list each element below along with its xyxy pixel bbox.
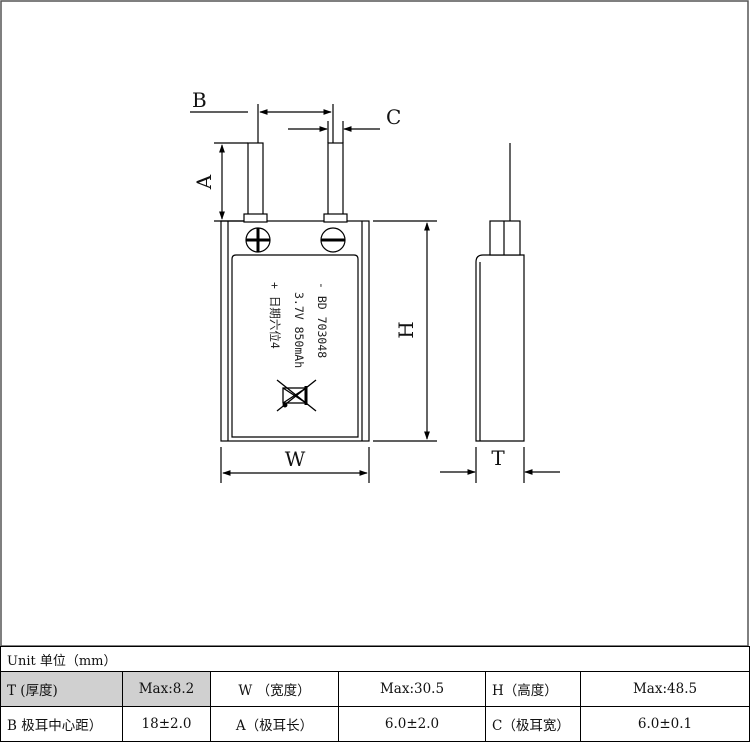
cell-width-label: W （宽度） [210, 671, 339, 707]
table-row: B 极耳中心距） 18±2.0 A（极耳长） 6.0±2.0 C（极耳宽） 6.… [0, 706, 750, 742]
label-w: W [285, 447, 306, 471]
label-t: T [491, 446, 505, 470]
side-tab-block [489, 220, 521, 256]
cell-tab-width-value: 6.0±0.1 [579, 706, 750, 742]
label-h: H [394, 321, 418, 338]
cell-thickness-value: Max:8.2 [122, 671, 211, 707]
pack-print: - BD 703048 3.7V 850mAh + 日期六位4 [268, 282, 329, 368]
cell-tab-length-label: A（极耳长） [210, 706, 339, 742]
pack-print-rating: 3.7V 850mAh [292, 292, 306, 368]
side-view [475, 143, 525, 442]
front-view [220, 142, 370, 442]
label-a: A [192, 174, 216, 190]
pack-print-model: - BD 703048 [315, 282, 329, 358]
dimension-w [220, 447, 370, 483]
cell-tab-width-label: C（极耳宽） [485, 706, 581, 742]
outer-border [0, 0, 749, 647]
minus-terminal-icon [320, 227, 346, 253]
dimension-c [288, 121, 380, 143]
cell-tab-length-value: 6.0±2.0 [338, 706, 486, 742]
cell-thickness-label: T (厚度) [0, 671, 123, 707]
cell-width-value: Max:30.5 [338, 671, 486, 707]
crossed-out-wheelie-bin-icon [276, 379, 317, 412]
label-area [231, 254, 359, 438]
cell-tab-spacing-value: 18±2.0 [122, 706, 211, 742]
dimension-t [440, 447, 560, 483]
negative-tab [327, 142, 344, 222]
unit-row: Unit 单位（mm） [0, 646, 750, 672]
positive-tab [247, 142, 264, 222]
cell-tab-spacing-label: B 极耳中心距） [0, 706, 123, 742]
dimension-h [373, 220, 437, 442]
pack-print-date: + 日期六位4 [268, 282, 282, 349]
spec-table: Unit 单位（mm） T (厚度) Max:8.2 W （宽度） Max:30… [0, 646, 750, 742]
dimension-a [214, 142, 248, 222]
table-row: T (厚度) Max:8.2 W （宽度） Max:30.5 H（高度） Max… [0, 671, 750, 707]
label-c: C [386, 105, 401, 129]
unit-label: Unit 单位（mm） [0, 646, 750, 672]
cell-height-value: Max:48.5 [579, 671, 750, 707]
side-body [475, 254, 525, 442]
plus-terminal-icon [245, 227, 271, 253]
label-b: B [192, 88, 207, 112]
cell-height-label: H（高度） [485, 671, 581, 707]
dimension-b [190, 104, 334, 143]
